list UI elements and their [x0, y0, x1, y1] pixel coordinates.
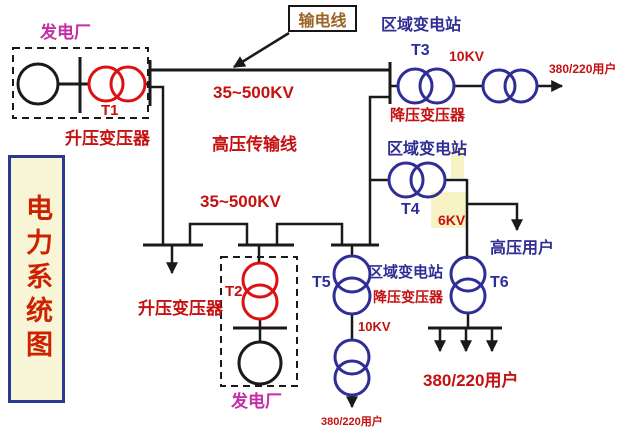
transformer-t3-secondary-icon	[481, 68, 539, 104]
plant2-dashed-box	[220, 256, 298, 387]
t4-id-label: T4	[401, 201, 420, 218]
t6-users-label: 380/220用户	[423, 371, 519, 390]
t5-users-label: 380/220用户	[321, 416, 383, 428]
bus-bridge-1	[188, 222, 249, 245]
transformer-t5-secondary-icon	[333, 338, 371, 397]
t2-id-label: T2	[225, 283, 243, 300]
transmission-line-callout: 输电线	[288, 5, 357, 32]
t1-role-label: 升压变压器	[65, 129, 150, 148]
drop-line-right	[368, 95, 390, 245]
t4-station-label: 区域变电站	[387, 141, 468, 158]
t5-id-label: T5	[312, 274, 331, 291]
t4-voltage-label: 6KV	[438, 212, 466, 228]
highlight-marks	[431, 146, 466, 228]
transformer-t1-icon	[87, 65, 147, 103]
transformer-t2-icon	[241, 261, 279, 321]
callout-arrow	[232, 31, 290, 69]
plant2-symbol	[220, 256, 298, 387]
transformer-t5-icon	[332, 254, 372, 316]
t2-role-label: 升压变压器	[138, 299, 223, 318]
t5-station-label: 区域变电站	[368, 264, 444, 281]
plant2-name-label: 发电厂	[231, 392, 282, 411]
t3-role-label: 降压变压器	[390, 107, 466, 124]
transformer-t3-icon	[396, 67, 456, 105]
t1-id-label: T1	[101, 102, 119, 119]
hv-users-arrow	[467, 202, 523, 232]
t5-voltage-label: 10KV	[358, 319, 391, 334]
transmission-line-label: 输电线	[298, 12, 347, 30]
transformer-t6-icon	[449, 255, 487, 315]
bus-voltage-top-label: 35~500KV	[213, 83, 294, 102]
t3-voltage-label: 10KV	[449, 48, 485, 64]
generator-2-icon	[237, 340, 283, 386]
t5-role-label: 降压变压器	[373, 289, 443, 305]
bus-voltage-lower-label: 35~500KV	[200, 192, 281, 211]
arrows	[166, 31, 564, 409]
transformer-t4-icon	[387, 161, 447, 199]
drop-line-left	[151, 85, 165, 245]
t3-station-label: 区域变电站	[381, 17, 462, 34]
hv-users-label: 高压用户	[490, 240, 555, 257]
plant1-symbol	[12, 47, 152, 119]
diagram-title-text: 电力系统图	[22, 194, 52, 364]
bus-bridge-2	[275, 222, 344, 245]
wires	[143, 62, 502, 343]
t6-id-label: T6	[490, 274, 509, 291]
generator-1-icon	[16, 62, 60, 106]
t3-users-label: 380/220用户	[549, 62, 617, 76]
plant1-name-label: 发电厂	[40, 23, 91, 42]
diagram-title: 电力系统图	[8, 155, 65, 403]
t3-id-label: T3	[411, 42, 430, 59]
bus-name-label: 高压传输线	[212, 135, 297, 154]
